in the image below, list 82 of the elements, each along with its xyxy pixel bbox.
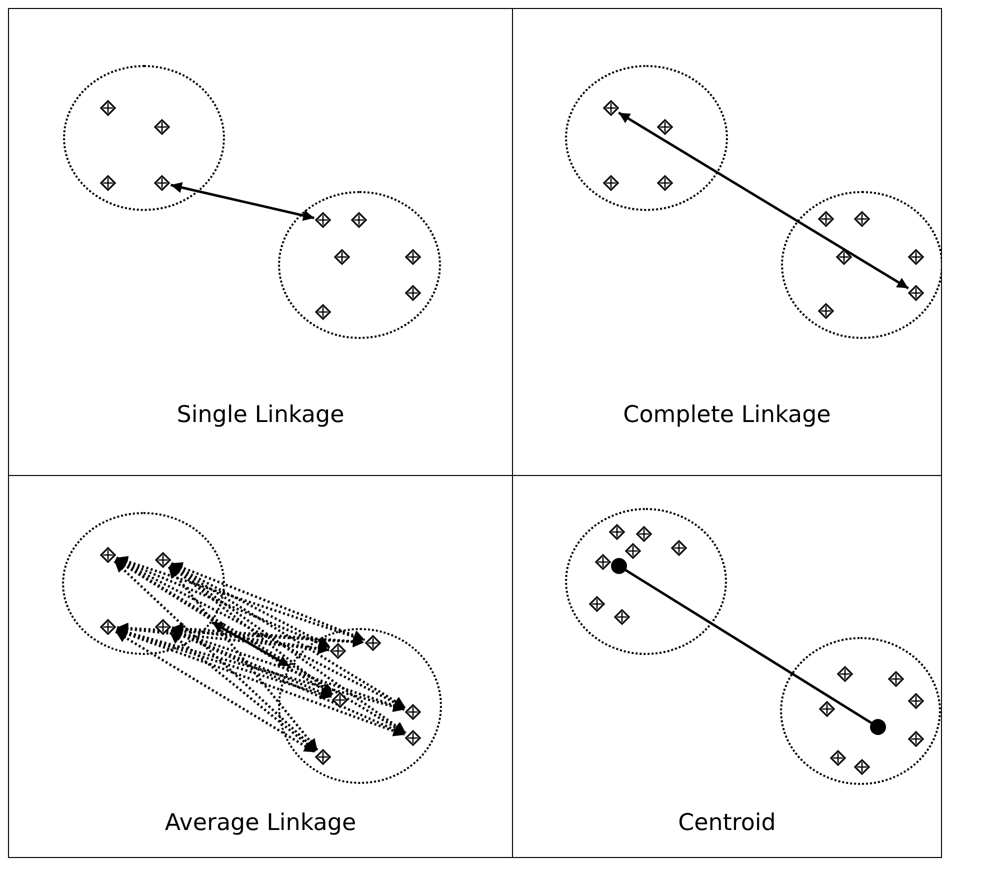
data-point-icon: [818, 700, 836, 718]
data-point-icon: [602, 174, 620, 192]
data-point-icon: [350, 210, 368, 228]
data-point-icon: [154, 618, 172, 636]
data-point-icon: [816, 302, 834, 320]
data-point-icon: [404, 702, 422, 720]
data-point-icon: [152, 118, 170, 136]
data-point-icon: [602, 98, 620, 116]
data-point-icon: [330, 690, 348, 708]
double-arrow: [170, 562, 366, 641]
double-arrow: [170, 182, 314, 221]
double-arrow: [114, 560, 318, 752]
data-point-icon: [906, 284, 924, 302]
cluster-ellipse: [278, 190, 440, 338]
data-point-icon: [852, 210, 870, 228]
double-arrow: [116, 628, 405, 736]
panel-title: Average Linkage: [164, 809, 358, 837]
data-point-icon: [594, 552, 612, 570]
panel-title: Complete Linkage: [622, 401, 832, 429]
double-arrow: [169, 564, 334, 696]
data-point-icon: [154, 550, 172, 568]
double-arrow: [170, 564, 406, 708]
cluster-ellipse: [62, 64, 224, 210]
data-point-icon: [670, 538, 688, 556]
double-arrow: [170, 564, 406, 734]
data-point-icon: [656, 174, 674, 192]
centroid-dot: [610, 558, 626, 574]
cluster-ellipse: [62, 512, 224, 654]
panel: [512, 475, 942, 858]
connector-line: [625, 569, 872, 724]
panel-title: Centroid: [677, 809, 777, 837]
data-point-icon: [404, 248, 422, 266]
double-arrow: [172, 624, 330, 654]
double-arrow: [169, 632, 317, 752]
data-point-icon: [906, 730, 924, 748]
data-point-icon: [624, 542, 642, 560]
data-point-icon: [364, 634, 382, 652]
data-point-icon: [834, 248, 852, 266]
data-point-icon: [608, 522, 626, 540]
data-point-icon: [404, 284, 422, 302]
panel: [8, 475, 513, 858]
cluster-ellipse: [780, 636, 940, 784]
double-arrow: [116, 622, 364, 648]
data-point-icon: [906, 248, 924, 266]
data-point-icon: [656, 118, 674, 136]
data-point-icon: [886, 670, 904, 688]
data-point-icon: [828, 748, 846, 766]
double-arrow: [170, 630, 406, 736]
double-arrow: [618, 112, 909, 290]
cluster-ellipse: [278, 628, 442, 784]
data-point-icon: [404, 728, 422, 746]
data-point-icon: [152, 174, 170, 192]
data-point-icon: [328, 642, 346, 660]
data-point-icon: [852, 758, 870, 776]
double-arrow: [116, 627, 405, 712]
data-point-icon: [98, 618, 116, 636]
data-point-icon: [588, 594, 606, 612]
data-point-icon: [314, 748, 332, 766]
centroid-dot: [870, 718, 886, 734]
data-point-icon: [98, 174, 116, 192]
double-arrow: [211, 621, 290, 668]
double-arrow: [171, 628, 405, 711]
data-point-icon: [314, 210, 332, 228]
panel: [512, 8, 942, 476]
double-arrow: [168, 566, 318, 751]
data-point-icon: [332, 248, 350, 266]
panel: [8, 8, 513, 476]
data-point-icon: [98, 98, 116, 116]
data-point-icon: [634, 524, 652, 542]
cluster-ellipse: [564, 64, 728, 210]
data-point-icon: [836, 664, 854, 682]
double-arrow: [116, 556, 365, 642]
double-arrow: [115, 630, 316, 754]
data-point-icon: [314, 302, 332, 320]
data-point-icon: [98, 546, 116, 564]
data-point-icon: [612, 608, 630, 626]
data-point-icon: [816, 210, 834, 228]
double-arrow: [172, 623, 364, 647]
cluster-ellipse: [780, 190, 941, 338]
data-point-icon: [906, 692, 924, 710]
cluster-ellipse: [564, 508, 726, 654]
panel-title: Single Linkage: [176, 401, 346, 429]
